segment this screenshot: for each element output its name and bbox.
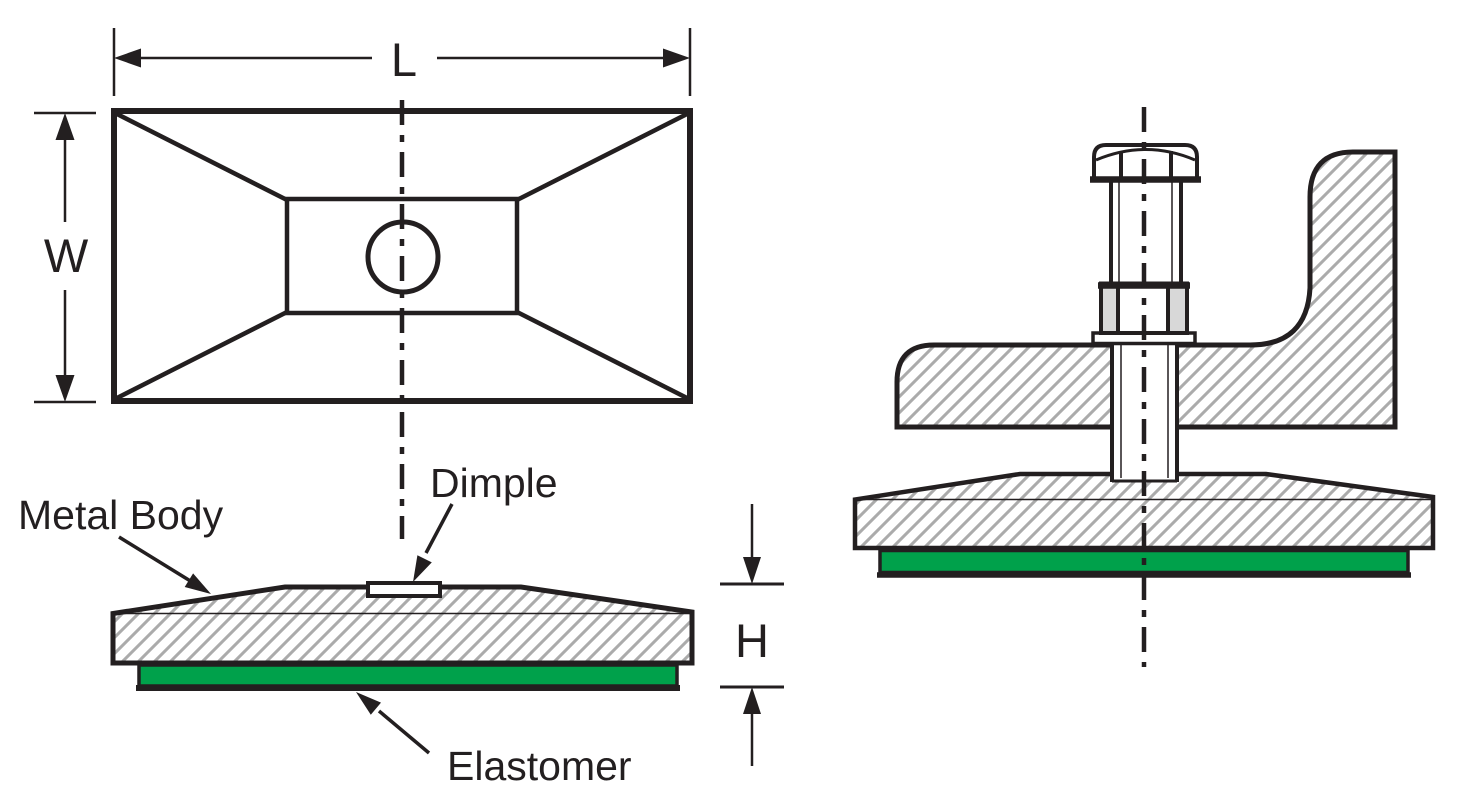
metal-body-leader-line: [118, 535, 193, 584]
bolt-head-facet-lines: [1119, 151, 1173, 178]
part-labels: Metal Body Dimple Elastomer: [18, 460, 632, 789]
installed-view: [852, 107, 1436, 667]
dimple-feature: [366, 581, 442, 598]
dimension-W: W: [34, 111, 96, 404]
nut-left-facet-shade: [1103, 288, 1117, 331]
dimple-leader-arrowhead: [413, 555, 432, 582]
nut-right-facet-shade: [1170, 288, 1185, 331]
elastomer-pad-side: [137, 663, 679, 688]
stud-thread-lines: [1120, 342, 1169, 478]
dimension-H: H: [720, 504, 784, 766]
bolt-head-crown-arc: [1095, 148, 1196, 162]
elastomer-label: Elastomer: [447, 743, 632, 789]
length-dimension-label: L: [391, 33, 417, 86]
height-dimension-label: H: [735, 614, 769, 667]
top-view-diagonal-tr: [513, 111, 689, 204]
top-view: [111, 100, 693, 539]
metal-body-label: Metal Body: [18, 492, 224, 538]
w-arrowhead-bottom: [55, 375, 75, 402]
dimple-label: Dimple: [430, 460, 558, 506]
h-arrowhead-up: [743, 687, 761, 714]
metal-body-leader-arrowhead: [184, 573, 211, 594]
elastomer-leader-arrowhead: [356, 692, 381, 715]
side-view: [110, 581, 695, 691]
dimension-L: L: [112, 28, 692, 96]
w-arrowhead-top: [55, 113, 75, 140]
top-view-diagonal-br: [513, 308, 689, 401]
metal-body-side: [110, 584, 695, 666]
l-arrowhead-left: [114, 48, 141, 68]
top-view-diagonal-tl: [115, 111, 291, 204]
top-view-diagonal-bl: [115, 308, 291, 401]
machine-base-section: [894, 149, 1398, 430]
h-arrowhead-down: [743, 557, 761, 584]
bolt-shank-highlight-lines: [1118, 182, 1173, 282]
elastomer-leader-line: [377, 709, 431, 755]
nut-facet-lines: [1116, 286, 1170, 333]
dimple-leader-line: [424, 503, 454, 554]
l-arrowhead-right: [663, 48, 690, 68]
width-dimension-label: W: [44, 229, 89, 282]
